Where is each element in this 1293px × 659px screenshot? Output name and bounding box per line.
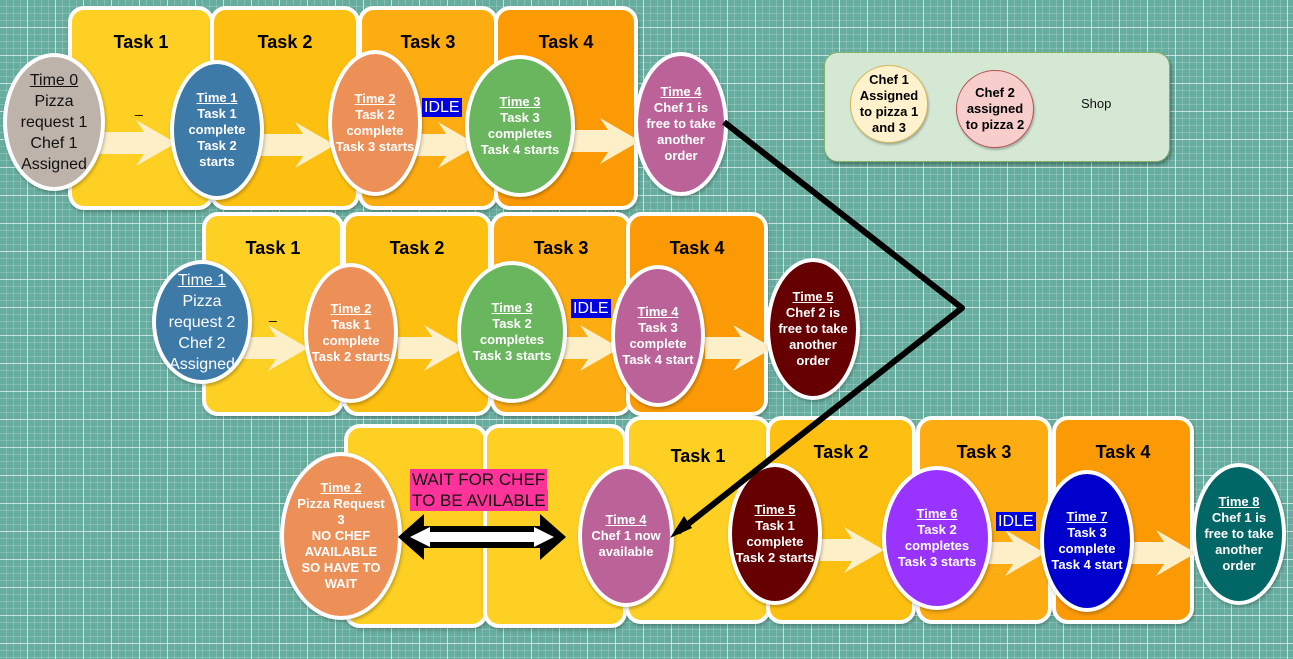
row1-event-time4[interactable]: Time 4 Chef 1 is free to take another or…: [634, 52, 728, 196]
row2-event-time1[interactable]: Time 1 Pizza request 2 Chef 2 Assigned: [152, 260, 252, 384]
row3-event-time7[interactable]: Time 7 Task 3 complete Task 4 start: [1040, 470, 1134, 612]
task-title: Task 3: [956, 442, 1012, 462]
row2-event-time3[interactable]: Time 3 Task 2 completes Task 3 starts: [457, 261, 567, 403]
row2-arrow-3: [560, 325, 620, 371]
wait-for-chef-label: WAIT FOR CHEF TO BE AVILABLE: [410, 469, 548, 511]
row2-idle-label: IDLE: [571, 299, 611, 318]
chef1-legend-circle: Chef 1 Assigned to pizza 1 and 3: [850, 65, 928, 143]
row1-idle-label: IDLE: [422, 98, 462, 117]
task-title: Task 4: [669, 238, 725, 258]
task-title: Task 4: [1095, 442, 1151, 462]
row2-event-time2[interactable]: Time 2 Task 1 complete Task 2 starts: [304, 263, 398, 403]
row3-idle-label: IDLE: [996, 512, 1036, 531]
row1-event-time2[interactable]: Time 2 Task 2 complete Task 3 starts: [328, 50, 422, 196]
row2-arrow-4: [705, 325, 773, 371]
row2-arrow-1: [236, 325, 308, 371]
wait-double-arrow: [398, 514, 566, 560]
row2-arrow-2: [398, 325, 464, 371]
task-title: Task 1: [245, 238, 301, 258]
row3-event-time2[interactable]: Time 2 Pizza Request 3 NO CHEF AVAILABLE…: [280, 452, 402, 620]
row1-arrow-1: [96, 120, 176, 166]
row1-event-time3[interactable]: Time 3 Task 3 completes Task 4 starts: [465, 55, 575, 197]
row1-event-time0[interactable]: Time 0 Pizza request 1 Chef 1 Assigned: [3, 53, 105, 191]
row2-dash: _: [269, 306, 277, 322]
row3-event-time5[interactable]: Time 5 Task 1 complete Task 2 starts: [728, 463, 822, 605]
task-title: Task 1: [113, 32, 169, 52]
row1-arrow-2: [250, 122, 335, 168]
task-title: Task 2: [389, 238, 445, 258]
task-title: Task 4: [538, 32, 594, 52]
row3-event-time6[interactable]: Time 6 Task 2 completes Task 3 starts: [882, 466, 992, 610]
chef2-legend-circle: Chef 2 assigned to pizza 2: [956, 70, 1034, 148]
row3-event-time4[interactable]: Time 4 Chef 1 now available: [578, 465, 674, 607]
task-title: Task 2: [257, 32, 313, 52]
shop-legend-panel[interactable]: Chef 1 Assigned to pizza 1 and 3 Chef 2 …: [824, 52, 1170, 162]
task-title: Task 1: [670, 446, 726, 466]
row3-arrow-3: [1130, 530, 1196, 576]
task-title: Task 2: [813, 442, 869, 462]
row1-event-time1[interactable]: Time 1 Task 1 complete Task 2 starts: [170, 60, 264, 200]
row3-event-time8[interactable]: Time 8 Chef 1 is free to take another or…: [1192, 463, 1286, 605]
row3-arrow-2: [985, 530, 1045, 576]
row2-event-time5[interactable]: Time 5 Chef 2 is free to take another or…: [766, 258, 860, 400]
row2-event-time4[interactable]: Time 4 Task 3 complete Task 4 start: [611, 265, 705, 407]
task-title: Task 3: [533, 238, 589, 258]
row1-dash: _: [135, 100, 143, 116]
task-title: Task 3: [400, 32, 456, 52]
shop-label: Shop: [1081, 96, 1112, 111]
row1-arrow-3: [410, 122, 478, 168]
row3-arrow-1: [820, 527, 884, 573]
row1-arrow-4: [570, 118, 640, 164]
